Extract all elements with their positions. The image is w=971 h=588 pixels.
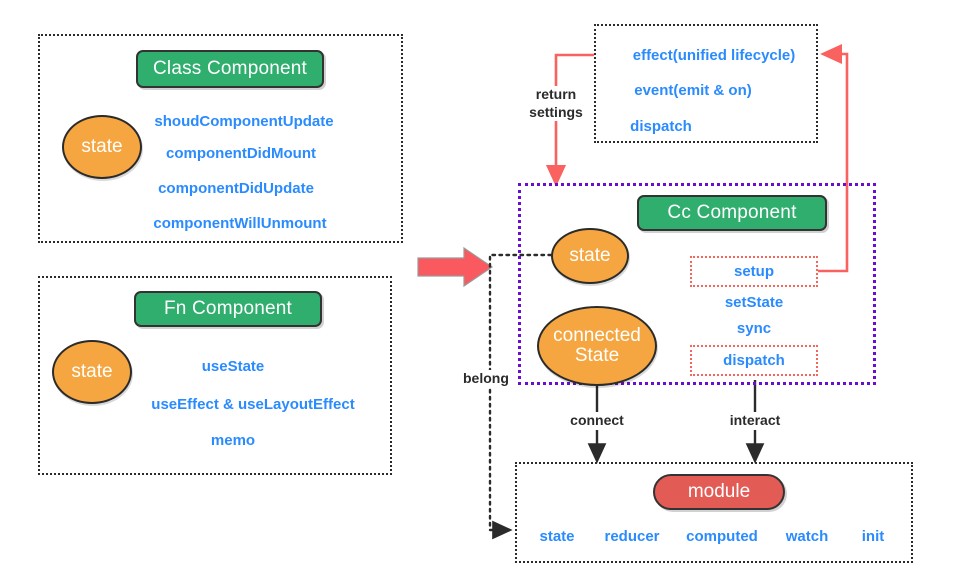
module-item-0: state (539, 528, 575, 545)
interact-label: interact (729, 412, 781, 430)
module-pill: module (653, 474, 785, 510)
cc-dispatch-box: dispatch (690, 345, 818, 376)
class-component-panel (38, 34, 403, 243)
fn-component-state-ellipse: state (52, 340, 132, 404)
fn-api-item-2: memo (210, 432, 256, 449)
fn-component-title: Fn Component (134, 291, 322, 327)
fn-api-item-1: useEffect & useLayoutEffect (151, 396, 355, 413)
fn-api-item-0: useState (201, 358, 265, 375)
cc-setup-box: setup (690, 256, 818, 287)
return-settings-line-1: return (535, 86, 577, 102)
class-component-title: Class Component (136, 50, 324, 88)
effect-item-1: event(emit & on) (634, 82, 752, 99)
class-component-state-ellipse: state (62, 115, 142, 179)
cc-component-title: Cc Component (637, 195, 827, 231)
connected-state-line-2: State (574, 345, 620, 366)
cc-api-setup: setup (733, 263, 774, 280)
belong-label: belong (463, 370, 509, 388)
cc-state-ellipse: state (551, 228, 629, 284)
cc-api-sync: sync (736, 320, 772, 337)
class-api-item-3: componentWillUnmount (153, 215, 327, 232)
connected-state-line-1: connected (553, 325, 641, 347)
module-item-2: computed (686, 528, 758, 545)
return-settings-line-2: settings (529, 103, 583, 120)
module-item-4: init (861, 528, 885, 545)
module-item-3: watch (785, 528, 829, 545)
effect-item-2: dispatch (630, 118, 692, 135)
class-api-item-2: componentDidUpdate (158, 180, 314, 197)
connect-label: connect (570, 412, 624, 430)
fn-component-panel (38, 276, 392, 475)
effect-item-0: effect(unified lifecycle) (632, 47, 796, 64)
effect-panel (594, 24, 818, 143)
cc-api-setstate: setState (724, 294, 784, 311)
module-panel (515, 462, 913, 563)
class-api-item-1: componentDidMount (166, 145, 316, 162)
module-item-1: reducer (604, 528, 660, 545)
cc-api-dispatch: dispatch (723, 352, 785, 369)
cc-connected-state-ellipse: connected State (537, 306, 657, 386)
transition-arrow (417, 246, 494, 288)
return-settings-label: return settings (529, 86, 583, 121)
cc-component-panel (518, 183, 876, 385)
class-api-item-0: shoudComponentUpdate (154, 113, 334, 130)
